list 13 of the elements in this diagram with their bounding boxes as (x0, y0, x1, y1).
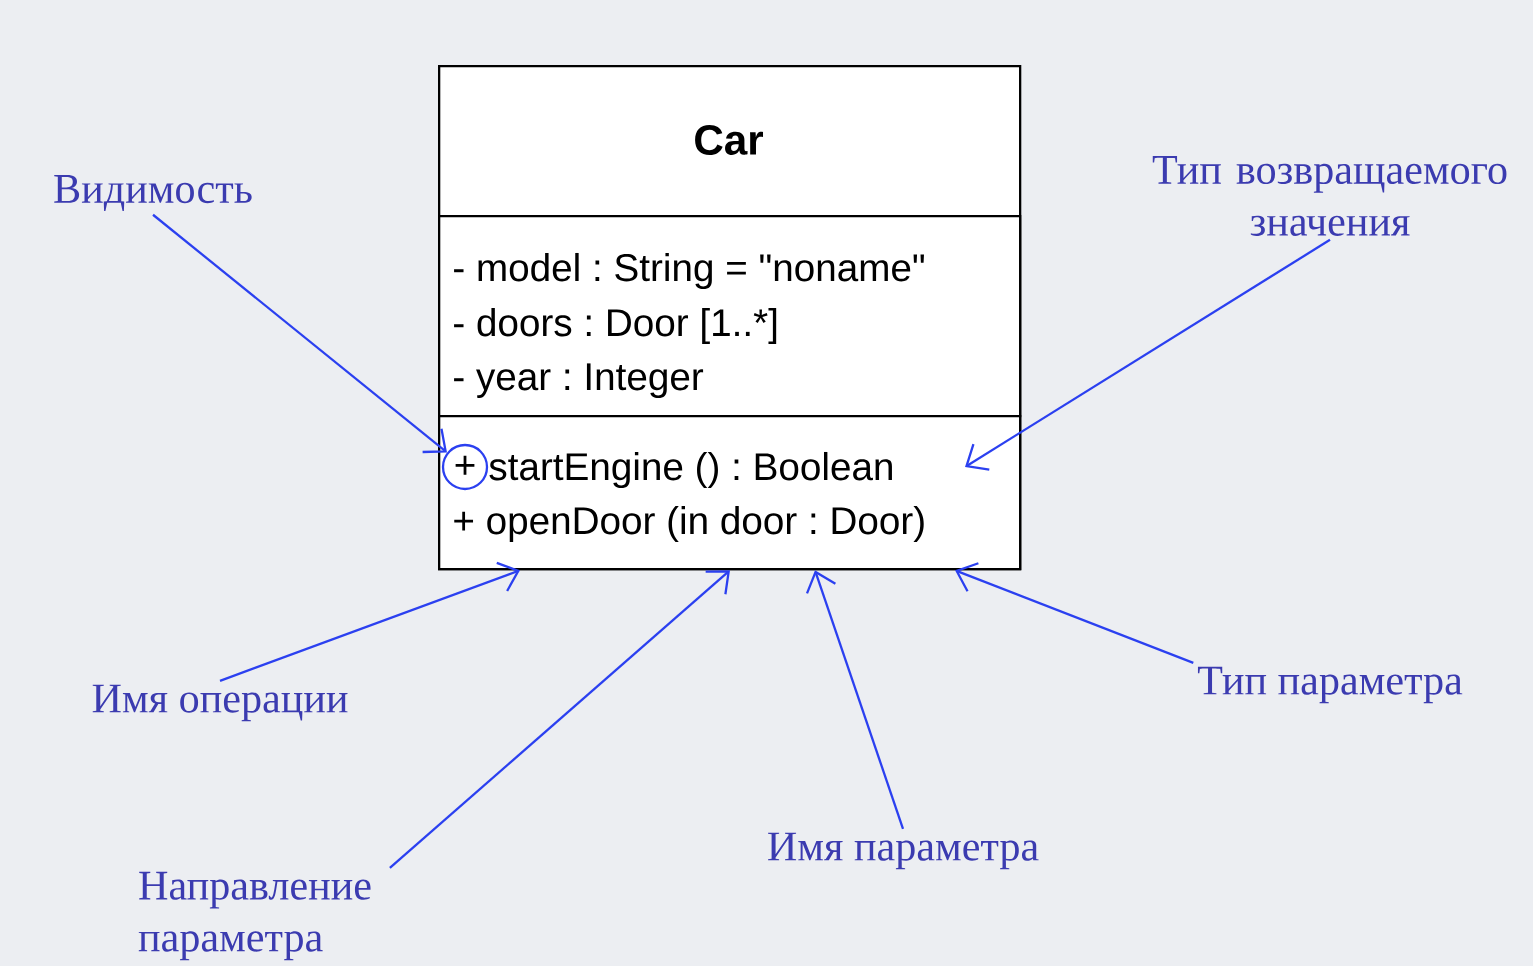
annotation-label: Тип возвращаемого значения (1152, 156, 1507, 236)
annotation-label: Направление параметра (138, 871, 371, 961)
leader-arrow (955, 562, 1194, 664)
leader-arrow (965, 238, 1331, 471)
annotation-label: Имя операции (92, 684, 348, 722)
annotation-label: Имя параметра (768, 832, 1039, 870)
annotation-label: Тип параметра (1197, 666, 1463, 704)
leader-arrow (152, 213, 447, 454)
leader-arrow (805, 570, 905, 830)
leader-arrow (389, 570, 730, 869)
leader-arrow (219, 561, 520, 682)
annotation-label: Видимость (54, 175, 252, 211)
class-compartment: - model : String = "noname" - doors : Door [1..*] - year : Integer (438, 215, 1022, 418)
